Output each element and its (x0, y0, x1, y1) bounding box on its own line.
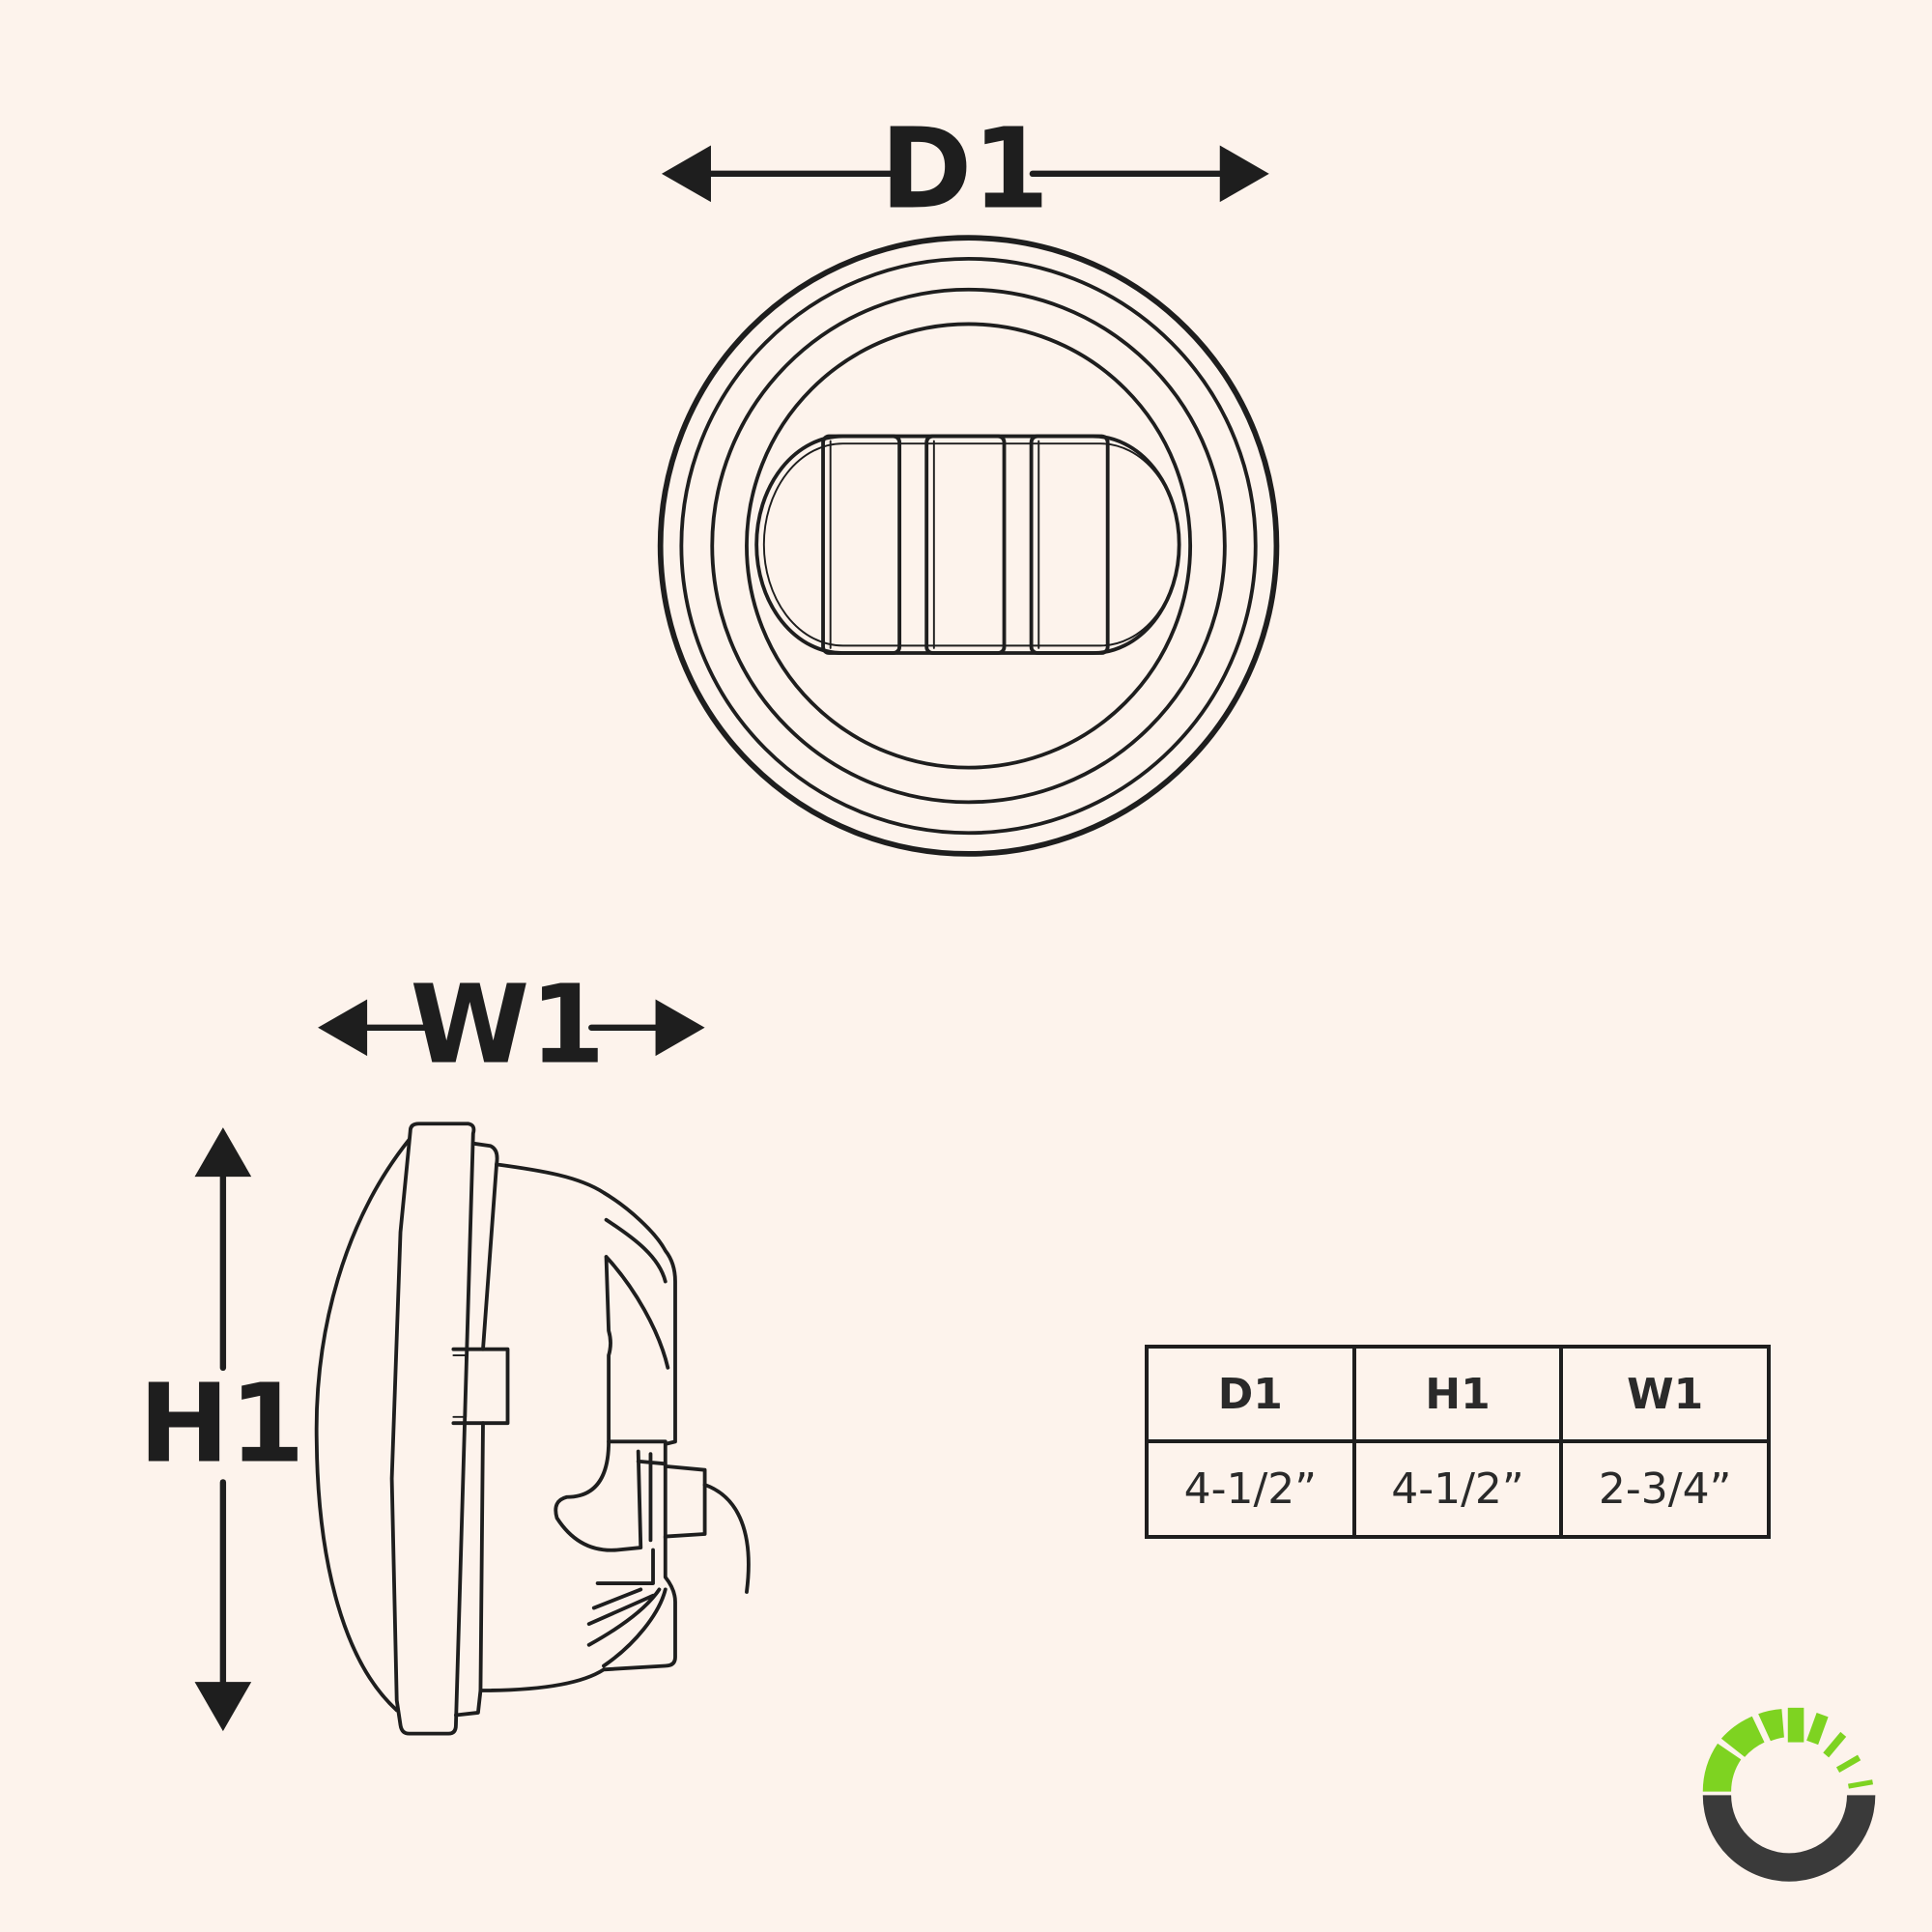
table-header-cell: W1 (1559, 1345, 1771, 1443)
dimensions-table: D1 H1 W1 4-1/2” 4-1/2” 2-3/4” (1145, 1345, 1771, 1539)
table-cell: 4-1/2” (1145, 1439, 1356, 1539)
led-bar (924, 434, 1007, 655)
arrowheads (194, 145, 1269, 1732)
front-view-lamp (657, 235, 1280, 857)
table-header-cell: H1 (1351, 1345, 1564, 1443)
table-header-row: D1 H1 W1 (1145, 1345, 1771, 1443)
h1-label: H1 (139, 1362, 305, 1488)
brand-logo-icon (1702, 1707, 1876, 1882)
table-row: 4-1/2” 4-1/2” 2-3/4” (1145, 1439, 1771, 1539)
table-header-cell: D1 (1145, 1345, 1356, 1443)
w1-label: W1 (411, 962, 606, 1088)
side-view-lamp (314, 1122, 751, 1736)
led-bar (821, 434, 902, 655)
table-cell: 4-1/2” (1351, 1439, 1564, 1539)
led-bar (1029, 434, 1110, 655)
d1-label: D1 (880, 104, 1049, 234)
table-cell: 2-3/4” (1559, 1439, 1771, 1539)
